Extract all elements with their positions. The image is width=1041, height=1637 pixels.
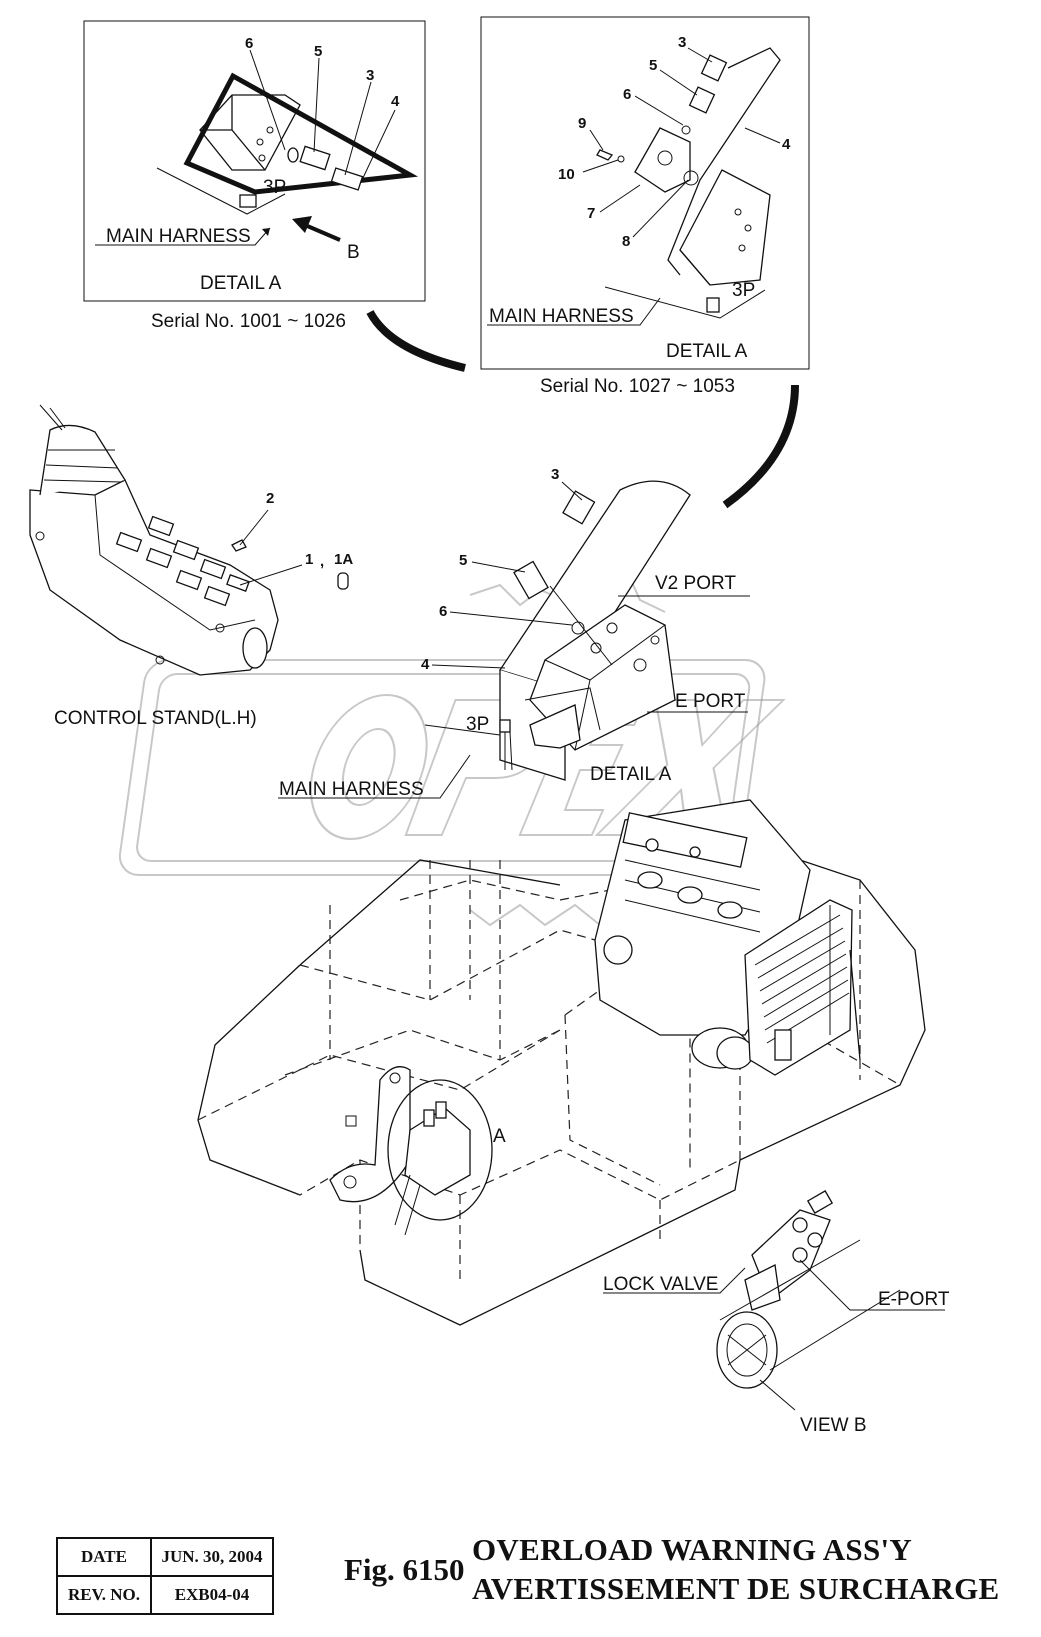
callout-3: 3 [551, 466, 559, 483]
callout-5: 5 [314, 43, 322, 60]
view-b [603, 1190, 945, 1411]
v2-port-label: V2 PORT [655, 573, 736, 594]
main-harness-label: MAIN HARNESS [279, 779, 424, 800]
callout-1a: 1A [334, 551, 353, 568]
figure-number: Fig. 6150 [344, 1552, 465, 1587]
machine-upper-structure [197, 839, 926, 1326]
date-value: JUN. 30, 2004 [150, 1537, 274, 1577]
arrow-b [304, 223, 341, 242]
e-port-label: E-PORT [878, 1289, 950, 1310]
lock-valve-label: LOCK VALVE [603, 1274, 718, 1295]
connector-3p-label: 3P [466, 714, 489, 735]
detail-a-box-2 [480, 16, 810, 370]
valve-block-1 [183, 72, 419, 195]
callout-4: 4 [391, 93, 400, 110]
callout-3: 3 [678, 34, 686, 51]
callout-5: 5 [459, 552, 467, 569]
title-french: AVERTISSEMENT DE SURCHARGE [472, 1571, 1000, 1606]
detail-caption: DETAIL A [666, 341, 748, 362]
callout-7: 7 [587, 205, 595, 222]
serial-range-label: Serial No. 1027 ~ 1053 [540, 376, 735, 397]
main-harness-label: MAIN HARNESS [106, 226, 251, 247]
detail-a-box-1 [83, 20, 426, 302]
valve-block-2 [679, 169, 771, 286]
callout-1: 1 [305, 551, 313, 568]
callout-2: 2 [266, 490, 274, 507]
callout-3: 3 [366, 67, 374, 84]
callout-6: 6 [623, 86, 631, 103]
pressure-switch-1 [287, 145, 364, 191]
link-arrow-1 [366, 309, 466, 372]
revision-table: DATE JUN. 30, 2004 REV. NO. EXB04-04 [56, 1537, 274, 1615]
arrow-b-label: B [347, 242, 360, 263]
control-stand-label: CONTROL STAND(L.H) [54, 708, 257, 729]
connector-3p-label: 3P [263, 177, 286, 198]
rev-key: REV. NO. [56, 1575, 152, 1615]
view-b-caption: VIEW B [800, 1415, 867, 1436]
center-detail-a [278, 480, 750, 799]
callout-8: 8 [622, 233, 630, 250]
callout-comma: , [320, 553, 324, 570]
rev-value: EXB04-04 [150, 1575, 274, 1615]
detail-a-marker: A [493, 1126, 506, 1147]
callout-6: 6 [439, 603, 447, 620]
detail-caption: DETAIL A [590, 764, 672, 785]
callout-9: 9 [578, 115, 586, 132]
detail-a-circle [387, 1079, 493, 1236]
title-english: OVERLOAD WARNING ASS'Y [472, 1532, 913, 1567]
engine [594, 799, 861, 1076]
callout-5: 5 [649, 57, 657, 74]
callout-6: 6 [245, 35, 253, 52]
control-stand [29, 404, 349, 676]
callout-10: 10 [558, 166, 575, 183]
main-harness-label: MAIN HARNESS [489, 306, 634, 327]
lock-block-2 [634, 127, 699, 193]
date-key: DATE [56, 1537, 152, 1577]
callout-4: 4 [782, 136, 791, 153]
connector-3p-label: 3P [732, 280, 755, 301]
callout-4: 4 [421, 656, 430, 673]
serial-range-label: Serial No. 1001 ~ 1026 [151, 311, 346, 332]
e-port-label: E PORT [675, 691, 746, 712]
link-arrow-2 [722, 384, 799, 509]
detail-caption: DETAIL A [200, 273, 282, 294]
